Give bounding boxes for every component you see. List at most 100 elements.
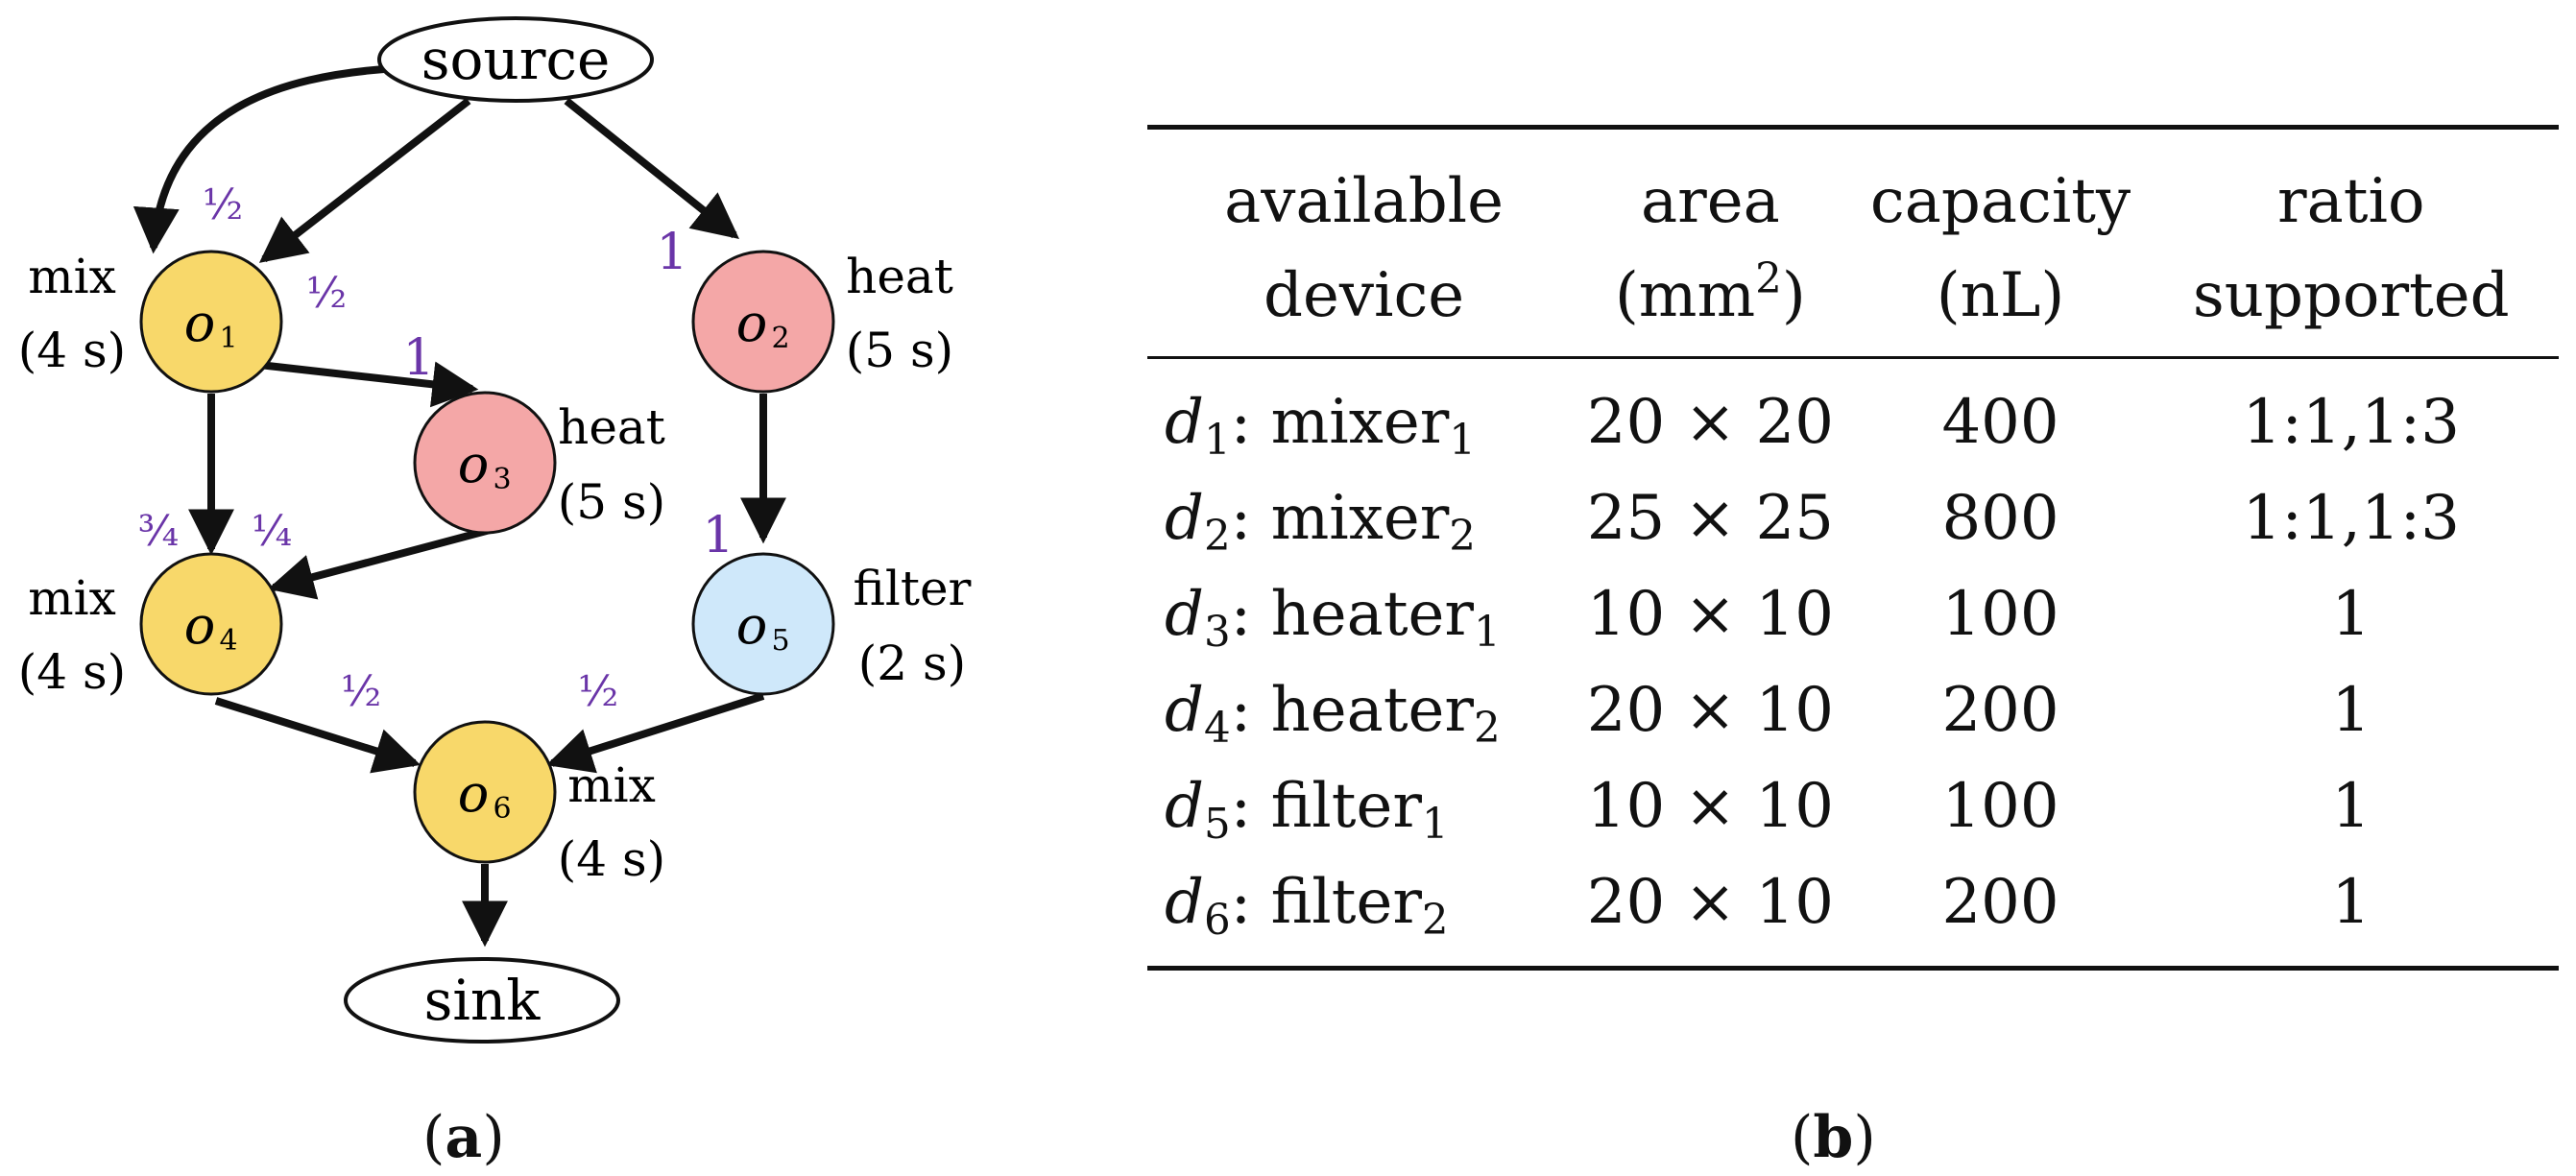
cell-capacity: 400	[1941, 387, 2059, 458]
node-o1: o 1 mix (4 s)	[18, 249, 283, 394]
ratio-o1-o3: 1	[402, 329, 434, 387]
cell-device: d1: mixer1	[1165, 387, 1476, 466]
node-o4-circle	[139, 552, 283, 696]
ratio-o1-o4: ¾	[138, 507, 180, 556]
cell-capacity: 100	[1941, 771, 2059, 842]
cell-device: d5: filter1	[1165, 771, 1449, 850]
node-o4-time: (4 s)	[18, 644, 126, 700]
table-row: d2: mixer2 25 × 25 800 1:1,1:3	[1147, 470, 2559, 566]
cell-area: 25 × 25	[1586, 483, 1834, 554]
cell-area: 10 × 10	[1586, 579, 1834, 650]
ratio-o3-o4: ¼	[252, 507, 293, 556]
node-o4-index: 4	[219, 624, 237, 658]
ratio-o2-o5: 1	[702, 507, 734, 564]
header-area-line2: (mm2)	[1563, 249, 1857, 358]
node-o5-symbol: o	[736, 595, 768, 656]
header-row-1: available area capacity ratio	[1147, 128, 2559, 250]
cell-capacity: 800	[1941, 483, 2059, 554]
node-o5-index: 5	[771, 624, 789, 658]
node-o1-type: mix	[28, 249, 116, 304]
device-table: available area capacity ratio device (mm…	[1147, 125, 2559, 971]
cell-ratio: 1	[2331, 675, 2371, 746]
operation-graph: source sink o 1 mix (4 s) o 2 heat (5 s)…	[18, 16, 972, 1044]
caption-a: (a)	[422, 1104, 505, 1171]
header-area-unit: (mm	[1614, 260, 1756, 331]
cell-capacity: 200	[1941, 867, 2059, 938]
cell-area: 20 × 10	[1586, 675, 1834, 746]
edge-o5-o6	[545, 692, 765, 774]
node-o6-index: 6	[493, 792, 511, 826]
node-o3-index: 3	[493, 463, 511, 496]
header-area-line1: area	[1640, 166, 1780, 237]
ratio-source-o1-b: ½	[306, 269, 348, 318]
node-o1-symbol: o	[184, 293, 216, 353]
header-area-close: )	[1781, 260, 1806, 331]
header-capacity-line2: (nL)	[1936, 260, 2065, 331]
cell-ratio: 1	[2331, 867, 2371, 938]
header-area-exp: 2	[1755, 255, 1782, 304]
node-o3-type: heat	[558, 399, 665, 455]
node-o6-type: mix	[567, 757, 656, 813]
node-o4-symbol: o	[184, 595, 216, 656]
source-label: source	[421, 27, 611, 92]
edge-source-o1	[258, 97, 471, 263]
cell-device: d3: heater1	[1165, 579, 1501, 658]
node-o6-time: (4 s)	[558, 831, 665, 887]
caption-a-letter: a	[445, 1104, 483, 1171]
node-o5-type: filter	[854, 561, 972, 616]
table-row: d3: heater1 10 × 10 100 1	[1147, 566, 2559, 662]
table-row: d1: mixer1 20 × 20 400 1:1,1:3	[1147, 358, 2559, 471]
device-table-panel: available area capacity ratio device (mm…	[1147, 0, 2576, 1176]
cell-device: d4: heater2	[1165, 675, 1501, 754]
ratio-o5-o6: ½	[578, 667, 619, 716]
cell-area: 20 × 10	[1586, 867, 1834, 938]
node-o2-time: (5 s)	[846, 323, 953, 378]
ratio-labels: ½ ½ 1 1 ¾ ¼ 1 ½ ½	[138, 180, 734, 716]
header-device-line1: available	[1224, 166, 1505, 237]
node-o4: o 4 mix (4 s)	[18, 552, 283, 700]
operation-graph-panel: source sink o 1 mix (4 s) o 2 heat (5 s)…	[0, 0, 1085, 1176]
caption-b: (b)	[1791, 1104, 1876, 1171]
edge-source-o2	[564, 97, 739, 239]
sink-terminal: sink	[344, 957, 620, 1044]
node-o6-circle	[413, 720, 557, 864]
header-ratio-line2: supported	[2192, 260, 2510, 331]
node-o2: o 2 heat (5 s)	[691, 249, 953, 394]
ratio-source-o2: 1	[656, 224, 687, 281]
table-row: d4: heater2 20 × 10 200 1	[1147, 662, 2559, 758]
node-o3-circle	[413, 391, 557, 535]
device-table-head: available area capacity ratio device (mm…	[1147, 127, 2559, 358]
table-row: d6: filter2 20 × 10 200 1	[1147, 854, 2559, 969]
ratio-source-o1-a: ½	[203, 180, 244, 229]
cell-device: d6: filter2	[1165, 867, 1449, 946]
edge-source-o1-curved	[132, 65, 385, 254]
node-o2-circle	[691, 250, 835, 394]
node-o1-circle	[139, 250, 283, 394]
node-o1-time: (4 s)	[18, 323, 126, 378]
node-o2-symbol: o	[736, 293, 768, 353]
header-device-line2: device	[1263, 260, 1465, 331]
node-o4-type: mix	[28, 570, 116, 626]
node-o2-index: 2	[771, 322, 789, 355]
node-o5-circle	[691, 552, 835, 696]
cell-device: d2: mixer2	[1165, 483, 1476, 562]
node-o3: o 3 heat (5 s)	[413, 391, 665, 535]
cell-ratio: 1	[2331, 771, 2371, 842]
table-row: d5: filter1 10 × 10 100 1	[1147, 758, 2559, 854]
header-capacity-line1: capacity	[1869, 166, 2131, 237]
edge-o4-o6	[214, 697, 421, 774]
edge-o3-o4	[267, 524, 499, 600]
device-table-body: d1: mixer1 20 × 20 400 1:1,1:3 d2: mixer…	[1147, 358, 2559, 969]
node-o3-time: (5 s)	[558, 474, 665, 530]
node-o6-symbol: o	[458, 763, 490, 824]
edges	[132, 65, 786, 948]
cell-area: 20 × 20	[1586, 387, 1834, 458]
node-o5-time: (2 s)	[858, 636, 966, 691]
cell-capacity: 100	[1941, 579, 2059, 650]
source-terminal: source	[377, 16, 654, 103]
edge-o1-o3	[258, 361, 479, 408]
cell-ratio: 1	[2331, 579, 2371, 650]
node-o2-type: heat	[846, 249, 953, 304]
sink-label: sink	[424, 968, 542, 1033]
cell-area: 10 × 10	[1586, 771, 1834, 842]
